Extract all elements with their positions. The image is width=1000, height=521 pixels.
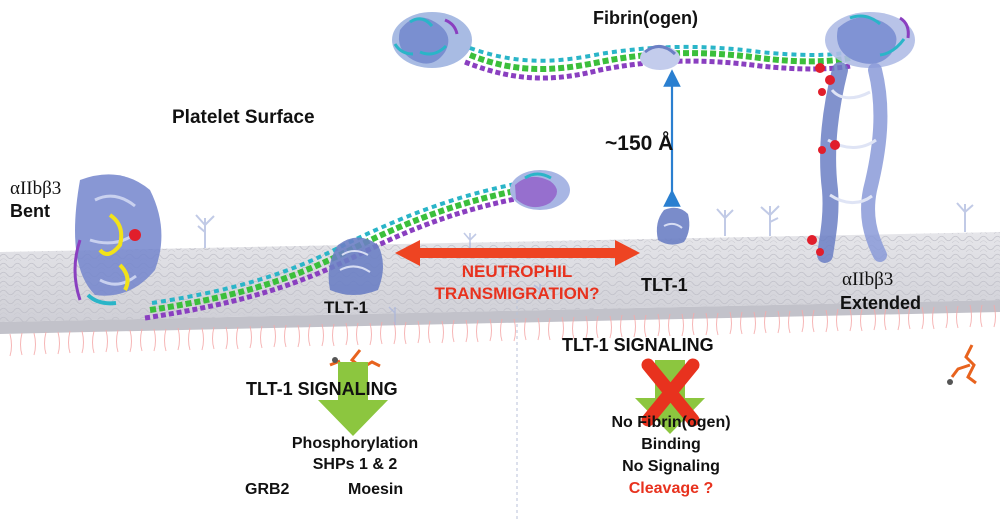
integrin-bent-label: Bent <box>10 201 50 221</box>
tlt1-right-structure <box>656 207 690 245</box>
right-outcome-line1: No Fibrin(ogen) <box>611 414 731 431</box>
fibrinogen-label: Fibrin(ogen) <box>593 8 698 28</box>
left-outcome-grb2: GRB2 <box>245 481 290 498</box>
fibrinogen-d-domain-right <box>825 12 915 68</box>
fibrinogen-e-domain <box>640 45 680 70</box>
lipid-tails <box>9 304 996 357</box>
tlt1-signaling-left-label: TLT-1 SIGNALING <box>246 379 398 399</box>
fibrinogen-coiled-coil-green <box>468 50 851 72</box>
signaling-molecule-right <box>947 344 977 385</box>
platelet-membrane <box>0 232 1000 334</box>
left-outcome-list: Phosphorylation SHPs 1 & 2 <box>255 433 455 475</box>
tlt1-signaling-right-label: TLT-1 SIGNALING <box>562 335 714 355</box>
right-outcome-list: No Fibrin(ogen) Binding No Signaling Cle… <box>576 412 766 500</box>
integrin-extended-red-markers <box>807 63 840 256</box>
integrin-extended-label: Extended <box>840 293 922 313</box>
blocked-x-icon <box>641 358 700 427</box>
integrin-extended-structure <box>807 62 888 263</box>
neutrophil-label-line2: TRANSMIGRATION? <box>434 284 600 303</box>
neutrophil-label-line1: NEUTROPHIL <box>461 262 573 281</box>
left-outcome-moesin: Moesin <box>348 481 404 498</box>
integrin-bent-symbol: αIIbβ3 <box>10 178 62 199</box>
left-outcome-line1: Phosphorylation <box>291 435 419 452</box>
fibrinogen-coiled-coil-cyan <box>469 44 851 63</box>
distance-label: ~150 Å <box>605 132 674 155</box>
integrin-extended-symbol: αIIbβ3 <box>842 269 894 290</box>
fibrinogen-d-domain-left <box>392 12 472 68</box>
fibrinogen-diagonal-d-domain <box>510 170 570 210</box>
tlt1-left-label: TLT-1 <box>324 298 369 317</box>
tlt1-left-structure <box>328 237 383 295</box>
neutrophil-double-arrow <box>395 240 640 266</box>
neutrophil-transmigration-label: NEUTROPHIL TRANSMIGRATION? <box>402 261 632 305</box>
signaling-arrow-left <box>318 362 388 436</box>
integrin-bent-structure <box>73 174 162 306</box>
left-outcome-line2: SHPs 1 & 2 <box>312 456 398 473</box>
platelet-surface-label: Platelet Surface <box>172 107 315 128</box>
membrane-glycans <box>195 202 974 325</box>
fibrinogen-molecule-top <box>392 12 915 81</box>
right-outcome-cleavage: Cleavage ? <box>628 480 714 497</box>
right-outcome-line2: Binding <box>641 436 701 453</box>
tlt1-right-label: TLT-1 <box>641 275 688 295</box>
right-outcome-line3: No Signaling <box>622 458 720 475</box>
